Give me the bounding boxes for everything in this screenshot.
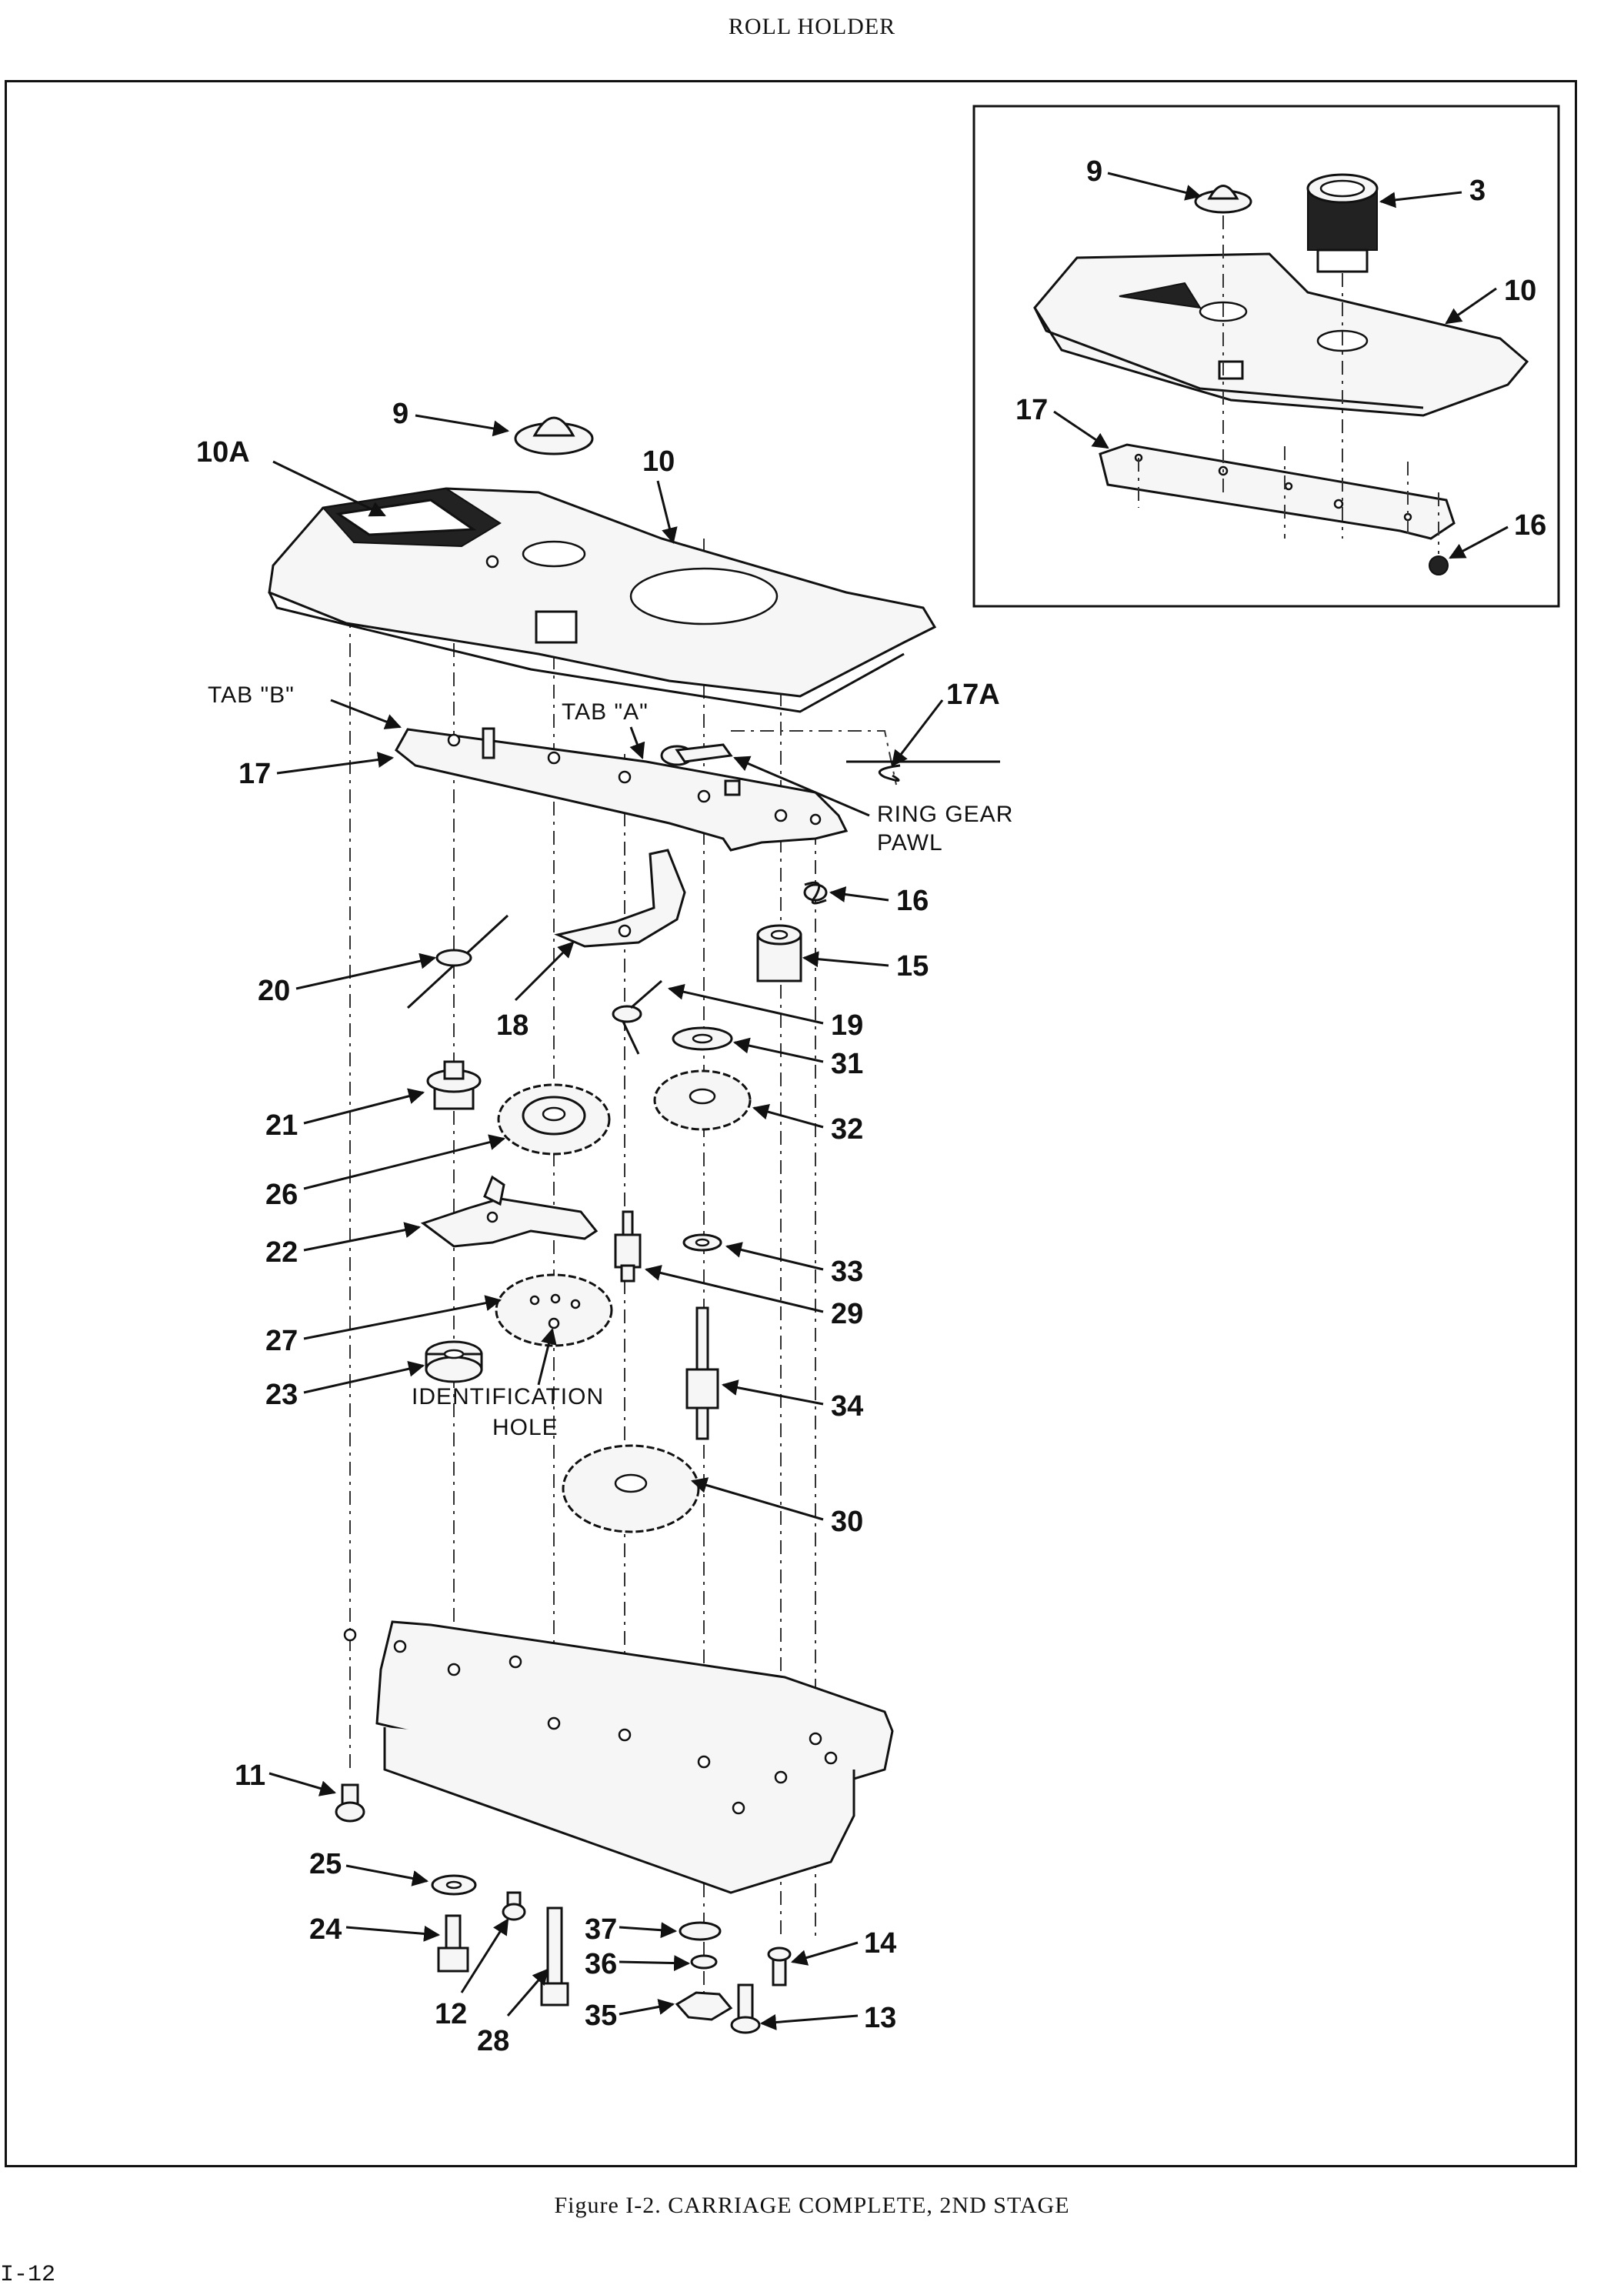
screw-28 xyxy=(540,1906,569,2006)
pinion-29 xyxy=(614,1210,642,1283)
callout-33: 33 xyxy=(831,1256,863,1288)
note-ident-1: IDENTIFICATION xyxy=(412,1384,604,1409)
callout-30: 30 xyxy=(831,1506,863,1538)
callout-17a: 17A xyxy=(946,679,1000,711)
callout-35: 35 xyxy=(585,2000,617,2032)
page-header: ROLL HOLDER xyxy=(728,14,896,39)
gear-27 xyxy=(495,1273,613,1347)
inset-plate-17 xyxy=(1099,443,1456,540)
callout-14: 14 xyxy=(864,1927,896,1960)
screw-12 xyxy=(502,1891,526,1921)
inset-callout-10: 10 xyxy=(1504,275,1536,307)
inset-knob-3 xyxy=(1306,173,1379,273)
callout-17: 17 xyxy=(238,758,271,790)
screw-13 xyxy=(730,1983,761,2034)
lever-22 xyxy=(420,1197,599,1248)
callout-28: 28 xyxy=(477,2025,509,2057)
callout-13: 13 xyxy=(864,2002,896,2034)
ring-gear-pawl xyxy=(675,743,733,763)
callout-18: 18 xyxy=(496,1009,529,1042)
screw-11 xyxy=(335,1783,365,1823)
note-tab-a: TAB "A" xyxy=(562,699,649,725)
part-21 xyxy=(426,1060,482,1110)
callout-31: 31 xyxy=(831,1048,863,1080)
bushing-15 xyxy=(756,924,802,982)
callout-20: 20 xyxy=(258,975,290,1007)
base-plate xyxy=(343,1620,894,1894)
plate-17 xyxy=(395,727,1000,852)
washer-36 xyxy=(690,1954,718,1970)
nut-35 xyxy=(675,1991,733,2021)
callout-21: 21 xyxy=(265,1109,298,1142)
washer-37 xyxy=(679,1921,722,1941)
lever-18 xyxy=(554,849,686,948)
gear-30 xyxy=(562,1444,700,1533)
inset-callout-3: 3 xyxy=(1469,175,1486,207)
knob-9 xyxy=(514,416,594,455)
callout-15: 15 xyxy=(896,950,929,982)
note-ident-2: HOLE xyxy=(492,1415,559,1440)
note-tab-b: TAB "B" xyxy=(208,682,295,708)
note-ring-gear-2: PAWL xyxy=(877,830,943,856)
shaft-34 xyxy=(685,1306,719,1440)
callout-10: 10 xyxy=(642,445,675,478)
inset-view: 9 3 10 17 16 xyxy=(972,105,1560,608)
spring-19 xyxy=(612,979,662,1055)
callout-10a: 10A xyxy=(196,436,250,469)
callout-23: 23 xyxy=(265,1379,298,1411)
callout-34: 34 xyxy=(831,1390,863,1423)
callout-29: 29 xyxy=(831,1298,863,1330)
cover-10 xyxy=(268,487,937,713)
callout-9: 9 xyxy=(392,398,409,430)
note-ring-gear-1: RING GEAR xyxy=(877,802,1013,827)
screw-14 xyxy=(767,1946,792,1986)
spring-16 xyxy=(803,881,828,905)
spacer-23 xyxy=(425,1340,483,1383)
callout-24: 24 xyxy=(309,1913,342,1946)
figure-caption: Figure I-2. CARRIAGE COMPLETE, 2ND STAGE xyxy=(554,2193,1070,2218)
callout-11: 11 xyxy=(235,1760,265,1792)
inset-callout-17: 17 xyxy=(1015,394,1048,426)
callout-27: 27 xyxy=(265,1325,298,1357)
clip-17a xyxy=(878,764,901,782)
inset-callout-16: 16 xyxy=(1514,509,1546,542)
callout-25: 25 xyxy=(309,1848,342,1880)
gear-26 xyxy=(497,1083,611,1156)
callout-19: 19 xyxy=(831,1009,863,1042)
gear-32 xyxy=(653,1069,752,1131)
spring-20 xyxy=(406,914,509,1009)
plate-post xyxy=(482,727,495,759)
callout-12: 12 xyxy=(435,1998,467,2030)
callout-26: 26 xyxy=(265,1179,298,1211)
identification-hole xyxy=(548,1317,560,1329)
callout-32: 32 xyxy=(831,1113,863,1146)
inset-cover-latch xyxy=(1119,282,1202,309)
page-number: I-12 xyxy=(0,2262,56,2288)
inset-cover-slot xyxy=(1218,360,1244,380)
figure-frame xyxy=(5,80,1577,2167)
callout-16: 16 xyxy=(896,885,929,917)
inset-callout-9: 9 xyxy=(1086,155,1102,188)
callout-37: 37 xyxy=(585,1913,617,1946)
inset-spring-16 xyxy=(1429,555,1449,575)
screw-24 xyxy=(437,1914,469,1973)
callout-22: 22 xyxy=(265,1236,298,1269)
callout-36: 36 xyxy=(585,1948,617,1980)
